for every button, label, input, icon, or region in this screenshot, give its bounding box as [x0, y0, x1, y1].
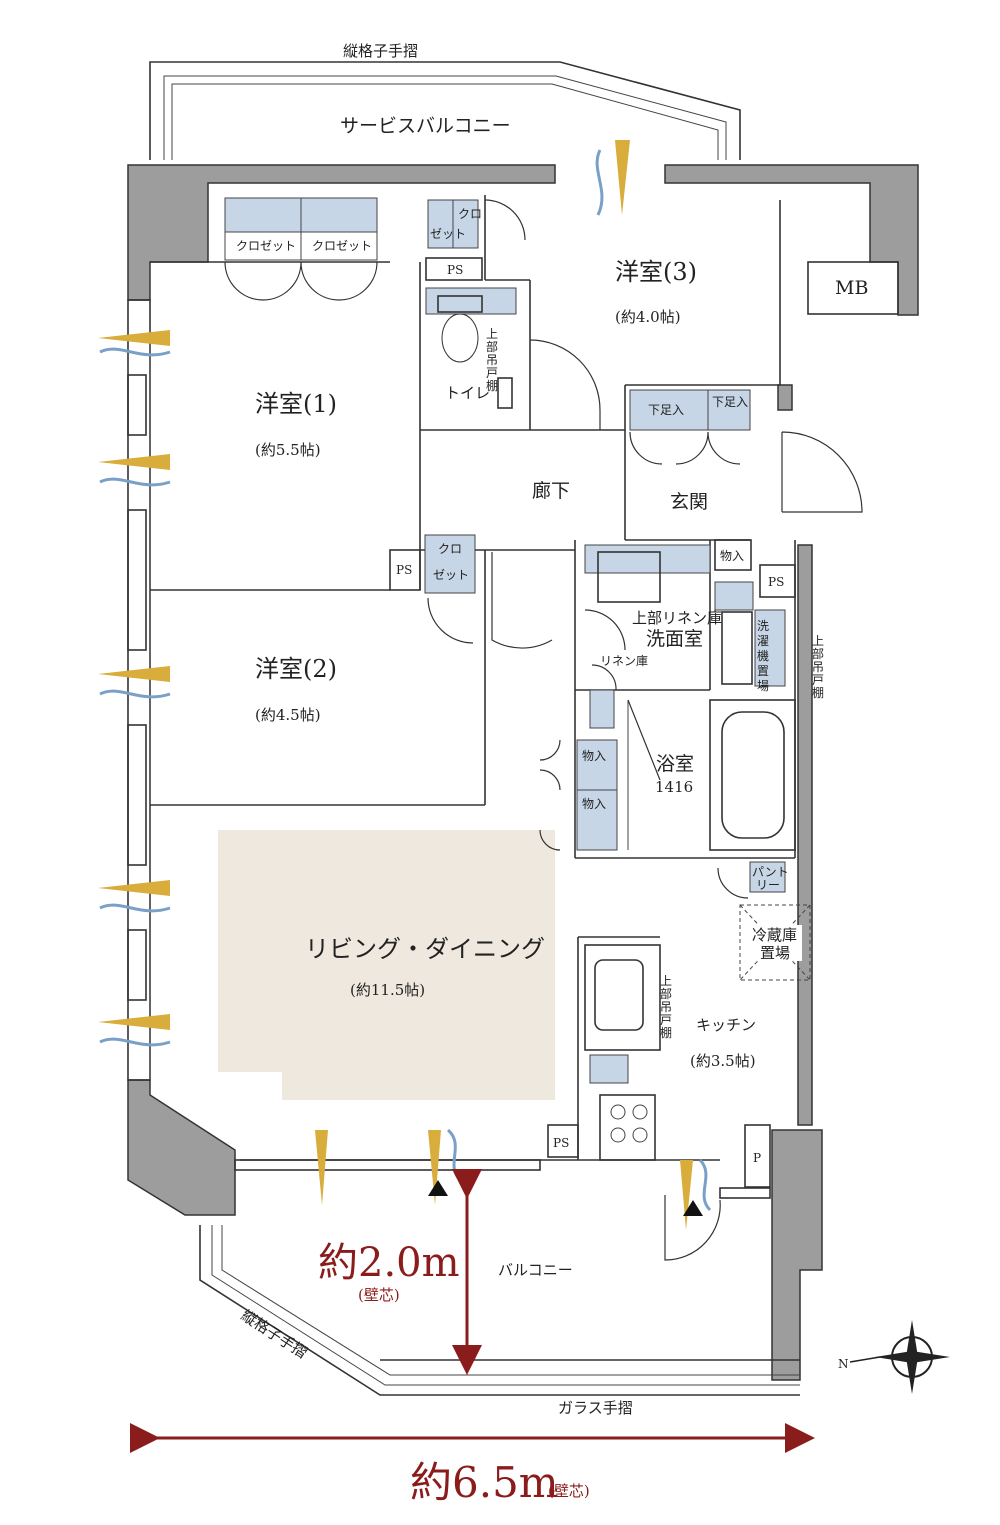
room3-size: (約4.0帖) [615, 308, 681, 326]
pantry [749, 861, 786, 893]
service-balcony-label: サービスバルコニー [340, 115, 511, 137]
room3-name: 洋室(3) [615, 258, 697, 286]
ps-box-top [425, 257, 483, 281]
bathroom [627, 699, 796, 851]
ps-box-right [759, 564, 796, 598]
bath-code: 1416 [655, 778, 693, 796]
cab-k-5: 棚 [660, 1025, 672, 1040]
glass-rail-label: ガラス手摺 [558, 1399, 633, 1417]
kitchen-counter [584, 944, 771, 1188]
closet-label-b: クロゼット [312, 239, 372, 253]
service-balcony [149, 61, 741, 160]
bottom-openings [234, 1159, 771, 1261]
cab-r-4: 戸 [812, 673, 824, 687]
upper-linen-label: 上部リネン庫 [632, 609, 722, 627]
room2-name: 洋室(2) [255, 655, 337, 683]
shoe-label-b: 下足入 [712, 395, 748, 409]
living-name: リビング・ダイニング [305, 935, 545, 963]
washer-char-4: 置 [757, 664, 769, 678]
cab-t-5: 棚 [486, 378, 498, 393]
upper-cabinet-label-right: 上 部 吊 戸 棚 [812, 634, 824, 700]
storage-entrance [714, 539, 752, 571]
cab-k-3: 吊 [660, 1000, 672, 1014]
shoe-label-a: 下足入 [648, 403, 684, 417]
dimension-lines [130, 1169, 815, 1453]
closet-label-a: クロゼット [236, 239, 296, 253]
fridge-label-2: 置場 [760, 944, 790, 962]
meter-box: MB [807, 261, 899, 315]
fridge-place [739, 904, 811, 981]
cab-t-2: 部 [486, 339, 498, 354]
bath-label: 浴室 [656, 753, 694, 775]
ps-label-kitchen: PS [553, 1136, 569, 1150]
closet3-top: クロ [458, 207, 482, 221]
entrance-label: 玄関 [670, 491, 708, 513]
shoe-storage: 下足入 下足入 [629, 389, 863, 513]
upper-cabinet-label-kitchen: 上 部 吊 戸 棚 [660, 974, 672, 1040]
closet3-bottom: ゼット [430, 227, 466, 241]
closet-room3: クロ ゼット [427, 199, 526, 249]
closet-room2 [424, 534, 476, 594]
closet-room1: クロゼット クロゼット [224, 197, 378, 301]
storage-bath [539, 739, 618, 851]
upper-cabinet-label-toilet: 上 部 吊 戸 棚 [486, 327, 498, 393]
cab-t-1: 上 [486, 327, 498, 341]
washer-char-5: 場 [757, 679, 769, 693]
wind-indicators [98, 140, 712, 1230]
compass-icon: N [838, 1320, 950, 1394]
cab-t-3: 吊 [486, 353, 498, 367]
width-note: (壁芯) [548, 1482, 590, 1500]
storage-entrance-label: 物入 [720, 549, 744, 563]
cab-r-5: 棚 [812, 685, 824, 700]
kitchen-name: キッチン [696, 1016, 756, 1034]
ps-label-mid: PS [396, 563, 412, 577]
cab-r-2: 部 [812, 646, 824, 661]
closet2-top: クロ [438, 542, 462, 556]
mb-label: MB [835, 277, 868, 299]
cab-k-1: 上 [660, 974, 672, 988]
washer-char-3: 機 [757, 648, 769, 663]
washroom-label: 洗面室 [646, 628, 703, 650]
pantry-bottom: リー [756, 878, 780, 892]
kitchen-size: (約3.5帖) [690, 1052, 756, 1070]
ps-label-right: PS [768, 575, 784, 589]
toilet-label: トイレ [445, 384, 490, 402]
left-window-wall [127, 299, 151, 1081]
width-dimension: 約6.5m [410, 1458, 559, 1507]
depth-dimension: 約2.0m [318, 1240, 460, 1286]
room2-size: (約4.5帖) [255, 706, 321, 724]
cab-k-4: 戸 [660, 1013, 672, 1027]
fridge-label-1: 冷蔵庫 [752, 926, 797, 944]
room1-name: 洋室(1) [255, 390, 337, 418]
hallway-label: 廊下 [532, 480, 570, 502]
washer-place-label: 洗 濯 機 置 場 [757, 619, 769, 693]
pantry-top: パント [752, 865, 789, 879]
cab-k-2: 部 [660, 986, 672, 1001]
ps-label-top: PS [447, 263, 463, 277]
washroom [584, 544, 786, 729]
cab-r-3: 吊 [812, 660, 824, 674]
closet2-bottom: ゼット [433, 568, 469, 582]
top-rail-label: 縦格子手摺 [343, 42, 418, 60]
balcony-label: バルコニー [498, 1261, 573, 1279]
room1-size: (約5.5帖) [255, 441, 321, 459]
toilet: トイレ [425, 287, 601, 430]
washer-char-1: 洗 [757, 619, 769, 633]
washer-char-2: 濯 [757, 634, 769, 648]
depth-note: (壁芯) [358, 1286, 400, 1304]
balcony [199, 1225, 800, 1396]
cab-r-1: 上 [812, 634, 824, 648]
living-size: (約11.5帖) [350, 981, 425, 999]
living-area-fill [218, 830, 555, 1100]
outer-walls [127, 164, 919, 1381]
storage-bath-label-a: 物入 [582, 749, 606, 763]
compass-north: N [838, 1357, 849, 1371]
ps-box-kitchen [547, 1124, 579, 1158]
storage-bath-label-b: 物入 [582, 797, 606, 811]
cab-t-4: 戸 [486, 366, 498, 380]
linen-label: リネン庫 [600, 654, 648, 668]
p-label: P [753, 1151, 761, 1165]
